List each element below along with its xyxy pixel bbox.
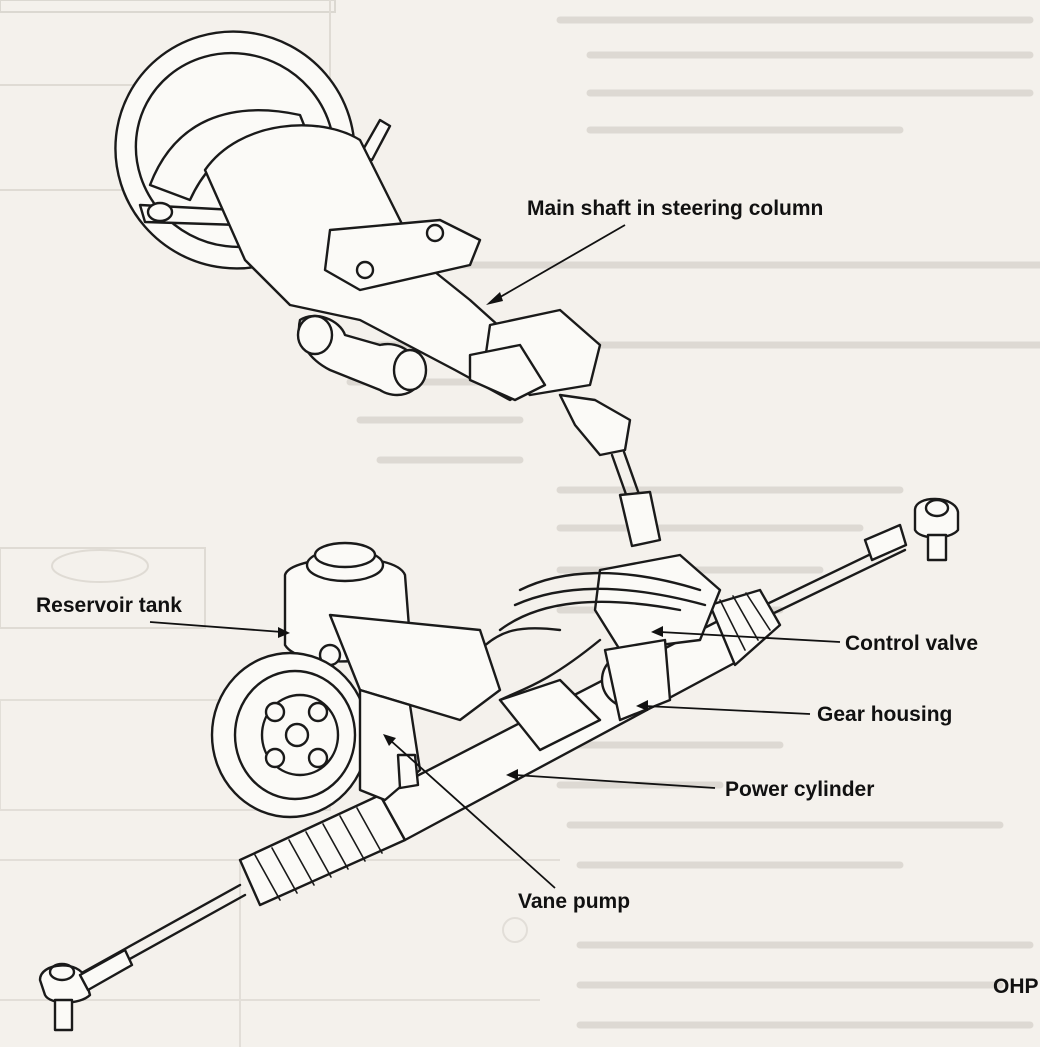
corner-mark: OHP <box>993 975 1039 998</box>
label-gear-housing: Gear housing <box>817 703 952 726</box>
label-control-valve: Control valve <box>845 632 978 655</box>
label-vane-pump: Vane pump <box>518 890 630 913</box>
leader-lines <box>149 224 841 889</box>
steering-rack <box>38 497 960 1032</box>
label-power-cylinder: Power cylinder <box>725 778 874 801</box>
labels: Main shaft in steering column Reservoir … <box>36 197 1039 998</box>
pump-assembly <box>210 541 502 819</box>
label-main-shaft: Main shaft in steering column <box>527 197 823 220</box>
steering-column <box>203 124 662 548</box>
label-reservoir-tank: Reservoir tank <box>36 594 182 617</box>
